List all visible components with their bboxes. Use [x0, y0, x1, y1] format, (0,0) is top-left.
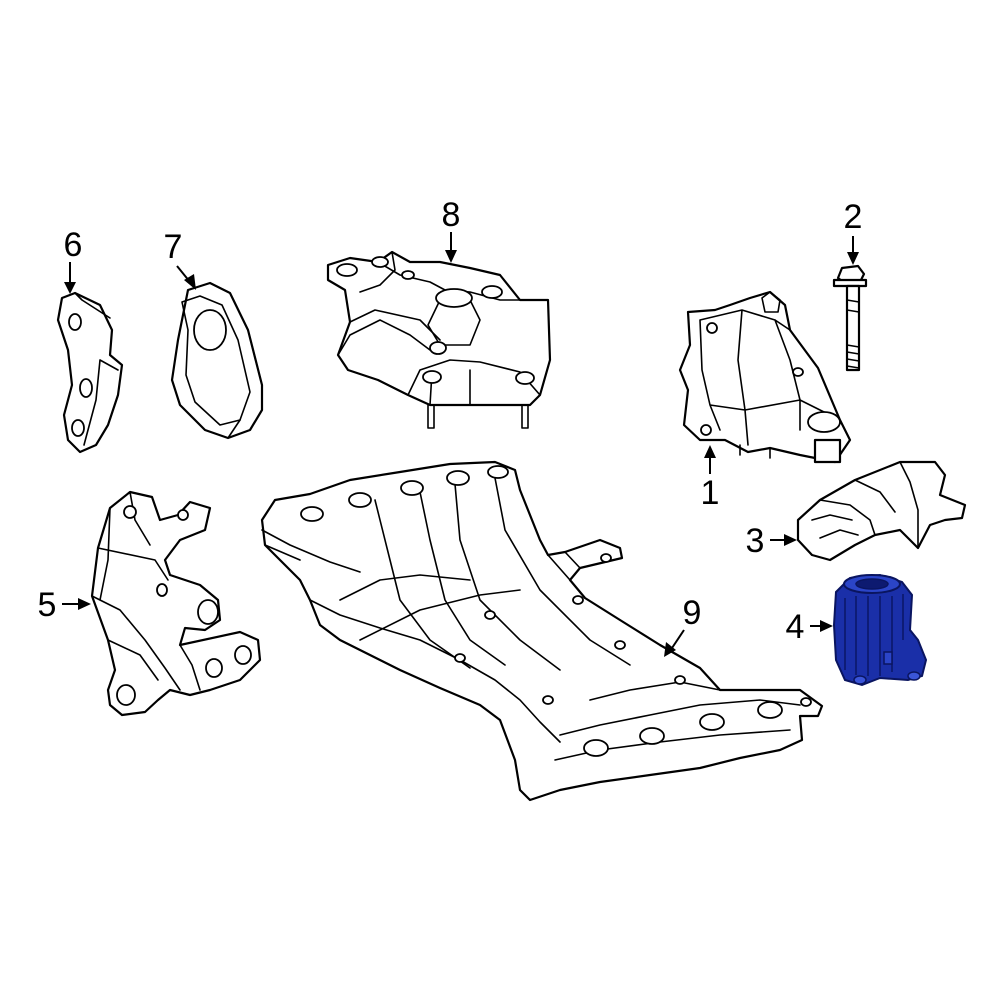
callout-6: 6: [63, 226, 83, 264]
callout-3: 3: [745, 522, 765, 560]
callout-9: 9: [682, 594, 702, 632]
callout-2: 2: [843, 198, 863, 236]
callout-4: 4: [785, 608, 805, 646]
part-2-bolt[interactable]: [832, 264, 868, 372]
callout-5: 5: [37, 586, 57, 624]
callout-8: 8: [441, 196, 461, 234]
part-5-bracket[interactable]: [90, 490, 262, 717]
part-7-insulator[interactable]: [170, 281, 264, 440]
part-6-bracket[interactable]: [56, 291, 124, 454]
part-4-mount-highlighted[interactable]: [832, 573, 928, 687]
callout-7: 7: [163, 228, 183, 266]
callout-1: 1: [700, 474, 720, 512]
part-9-crossmember[interactable]: [260, 460, 824, 802]
leader-lines: [62, 232, 859, 657]
part-8-mount-carrier[interactable]: [326, 250, 552, 429]
part-3-heat-shield[interactable]: [796, 460, 967, 562]
part-1-engine-mount[interactable]: [678, 290, 852, 464]
